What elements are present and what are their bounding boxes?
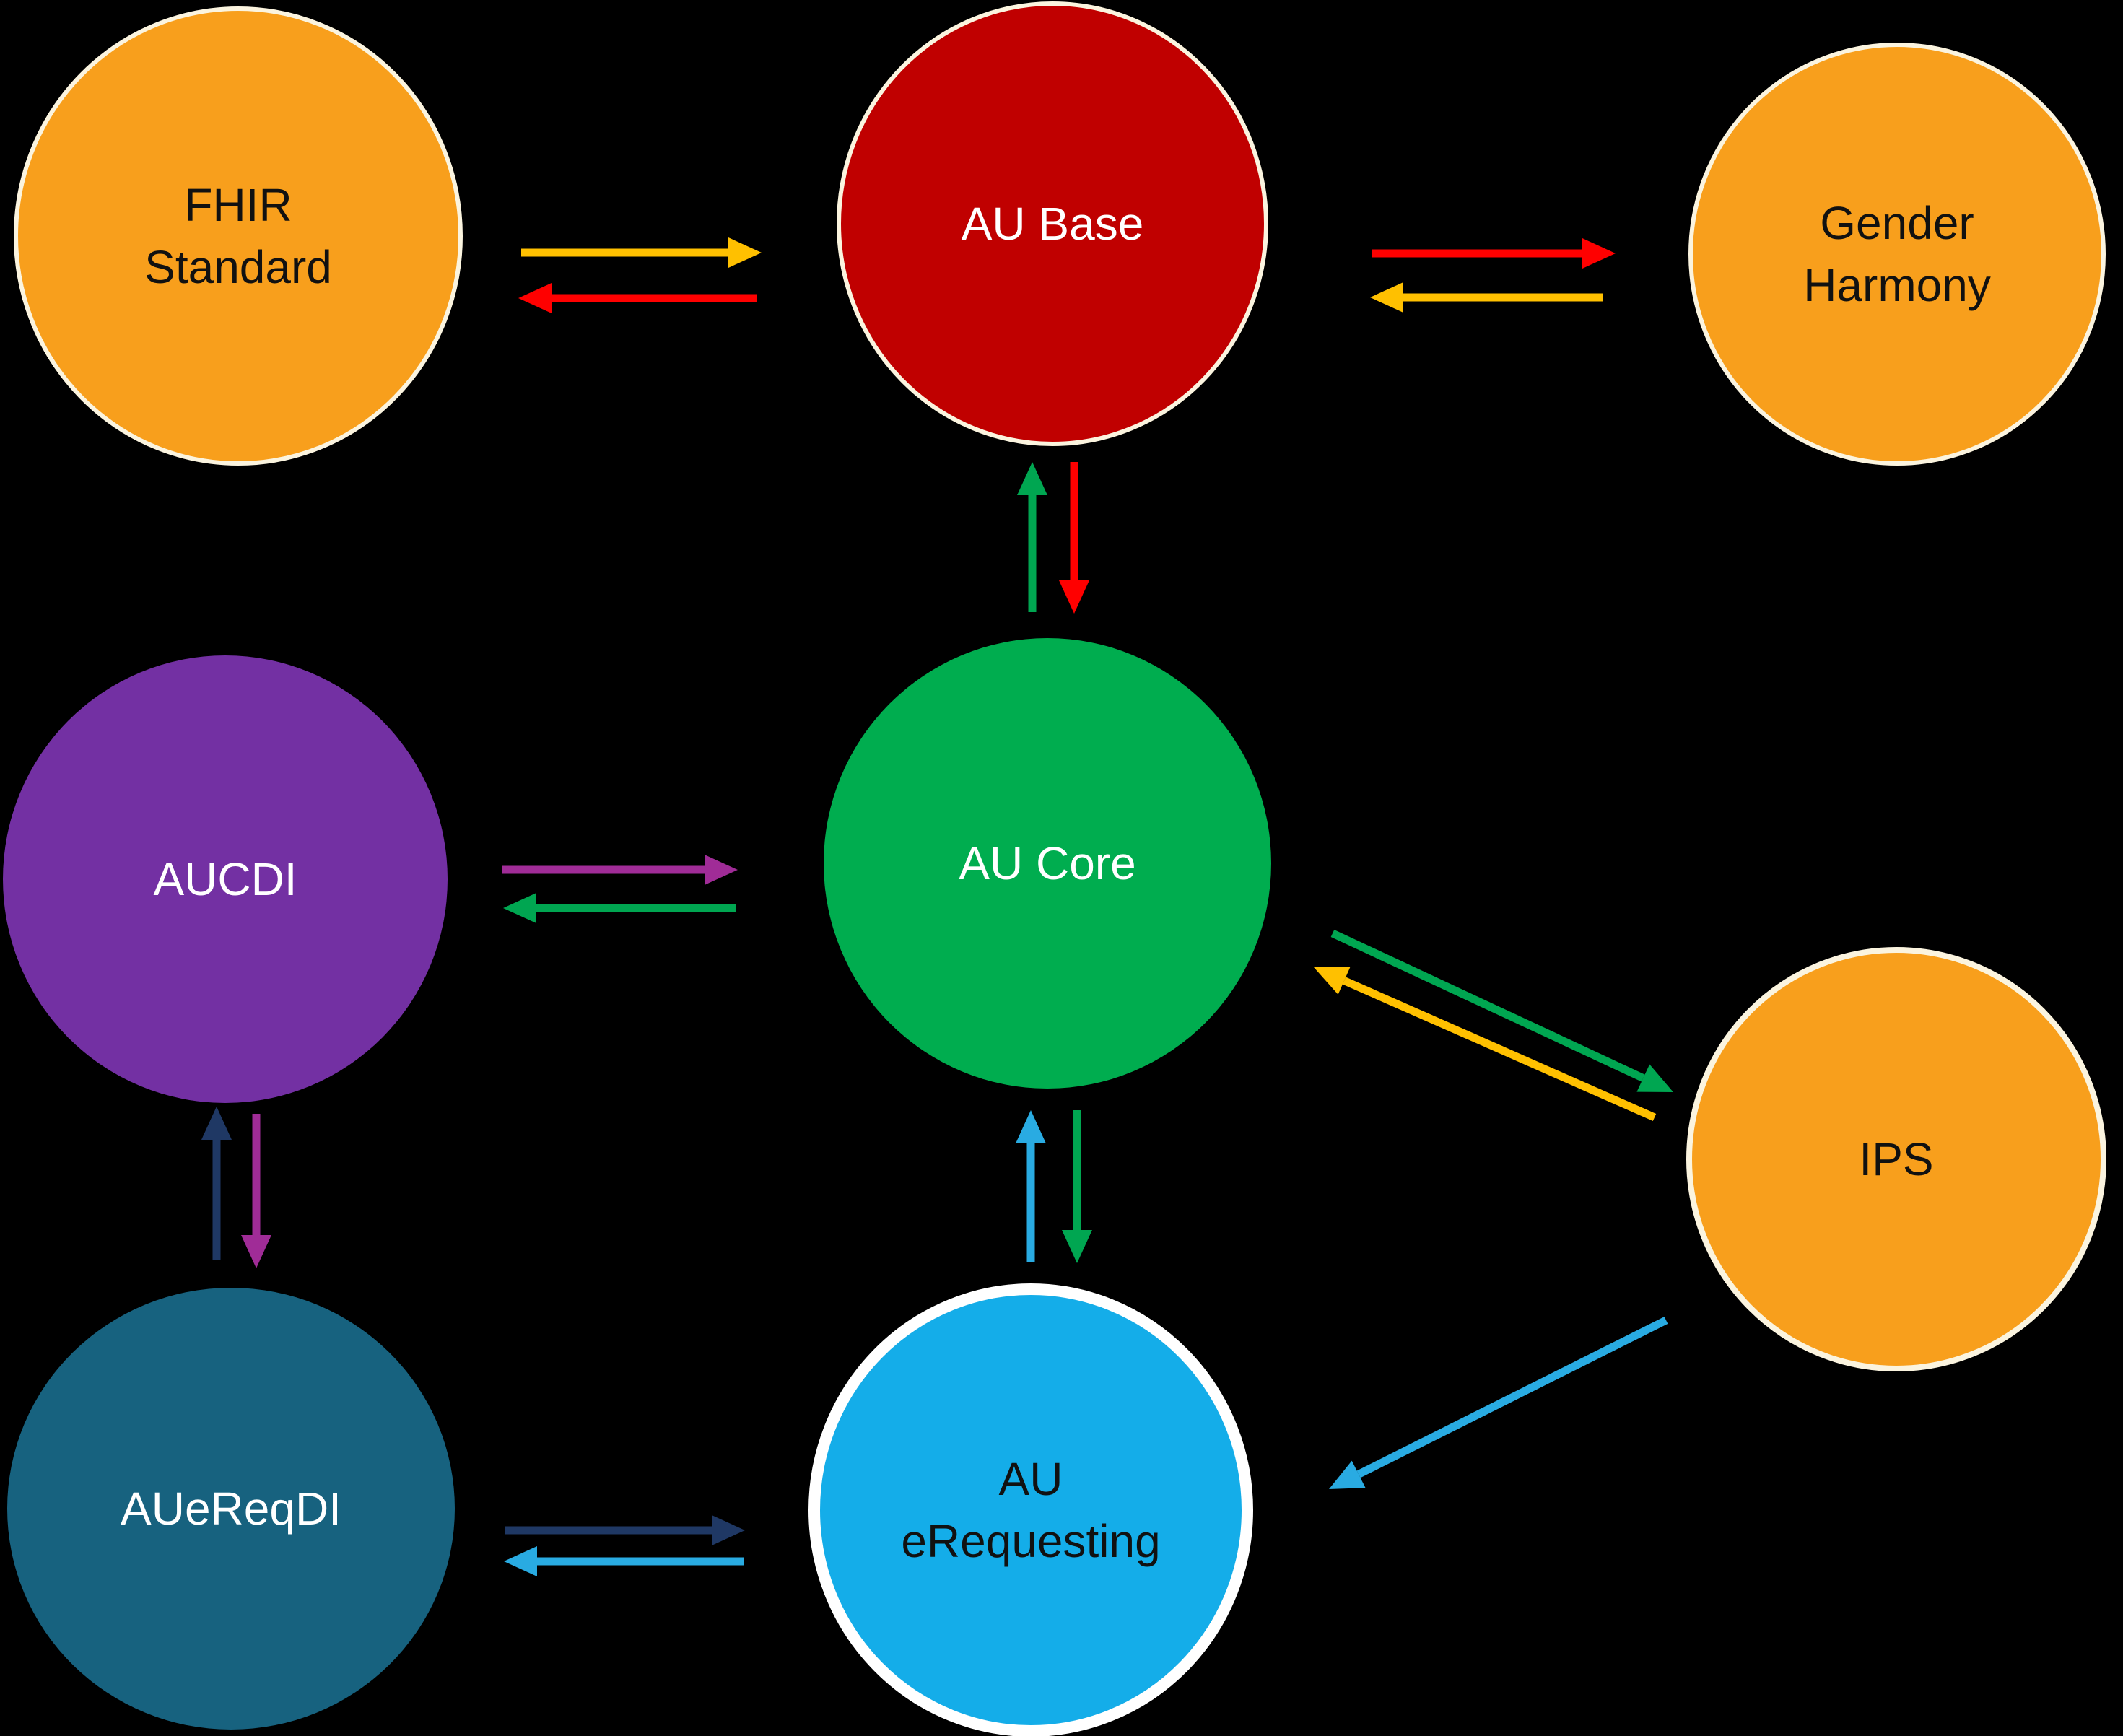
- edge-au-erequesting-to-auereqdi: [504, 1546, 744, 1576]
- edges-layer: [201, 237, 1673, 1576]
- edge-au-core-to-ips: [1330, 930, 1673, 1092]
- node-label-au-core: AU Core: [959, 837, 1135, 889]
- edge-au-base-to-gender-harmony: [1372, 238, 1616, 269]
- node-circle-fhir-standard: [14, 6, 463, 466]
- node-label-line: AU Base: [962, 198, 1144, 250]
- arrowhead-icon: [1582, 238, 1616, 269]
- edge-aucdi-to-au-core: [502, 855, 738, 885]
- arrowhead-icon: [728, 237, 762, 268]
- node-auereqdi: AUeReqDI: [7, 1288, 455, 1730]
- node-label-line: Standard: [144, 241, 332, 293]
- edge-au-base-to-fhir-standard: [518, 283, 757, 313]
- arrowhead-icon: [705, 855, 738, 885]
- arrowhead-icon: [1370, 282, 1403, 313]
- node-label-auereqdi: AUeReqDI: [121, 1483, 341, 1535]
- arrowhead-icon: [241, 1235, 271, 1268]
- arrowhead-icon: [504, 1546, 537, 1576]
- node-label-fhir-standard: FHIR Standard: [144, 179, 332, 293]
- node-label-aucdi: AUCDI: [153, 853, 297, 905]
- node-label-ips: IPS: [1859, 1133, 1933, 1185]
- edge-fhir-standard-to-au-base: [521, 237, 762, 268]
- edge-auereqdi-to-aucdi: [201, 1107, 232, 1260]
- node-ips: IPS: [1686, 947, 2106, 1371]
- arrowhead-icon: [1016, 1110, 1046, 1143]
- node-aucdi: AUCDI: [3, 655, 448, 1103]
- node-circle-au-erequesting: [808, 1283, 1253, 1736]
- node-label-line: AUeReqDI: [121, 1483, 341, 1535]
- node-fhir-standard: FHIR Standard: [14, 6, 463, 466]
- arrowhead-icon: [1636, 1064, 1673, 1092]
- edge-au-core-to-au-erequesting: [1062, 1110, 1092, 1263]
- edge-au-base-to-au-core: [1059, 462, 1089, 614]
- node-label-au-base: AU Base: [962, 198, 1144, 250]
- edge-au-core-to-au-base: [1017, 462, 1047, 612]
- node-label-line: eRequesting: [901, 1515, 1160, 1567]
- node-label-line: AU: [999, 1453, 1063, 1505]
- node-label-au-erequesting: AU eRequesting: [901, 1453, 1160, 1567]
- edge-au-core-to-aucdi: [503, 893, 736, 923]
- edge-aucdi-to-auereqdi: [241, 1114, 271, 1268]
- edge-line-ips-to-au-core: [1342, 977, 1657, 1122]
- node-au-erequesting: AU eRequesting: [808, 1283, 1253, 1736]
- edge-ips-to-au-core: [1314, 967, 1657, 1122]
- node-label-line: Gender: [1820, 197, 1974, 249]
- node-au-base: AU Base: [837, 1, 1268, 446]
- edge-auereqdi-to-au-erequesting: [505, 1515, 745, 1545]
- node-label-line: IPS: [1859, 1133, 1933, 1185]
- arrowhead-icon: [712, 1515, 745, 1545]
- arrowhead-icon: [1314, 967, 1351, 995]
- edge-au-erequesting-to-au-core: [1016, 1110, 1046, 1262]
- node-circle-aucdi: [3, 655, 448, 1103]
- arrowhead-icon: [1062, 1230, 1092, 1263]
- node-label-line: FHIR: [184, 179, 292, 231]
- node-label-line: Harmony: [1803, 259, 1991, 311]
- node-au-core: AU Core: [824, 638, 1271, 1089]
- edge-line-au-core-to-ips: [1330, 930, 1645, 1082]
- arrowhead-icon: [1329, 1460, 1366, 1489]
- node-label-line: AUCDI: [153, 853, 297, 905]
- node-circle-gender-harmony: [1688, 43, 2106, 466]
- node-label-line: AU Core: [959, 837, 1135, 889]
- arrowhead-icon: [503, 893, 536, 923]
- node-circle-au-base: [837, 1, 1268, 446]
- arrowhead-icon: [518, 283, 552, 313]
- node-circle-auereqdi: [7, 1288, 455, 1730]
- node-circle-au-core: [824, 638, 1271, 1089]
- edge-ips-to-au-erequesting: [1329, 1317, 1668, 1489]
- arrowhead-icon: [1059, 580, 1089, 614]
- edge-gender-harmony-to-au-base: [1370, 282, 1603, 313]
- arrowhead-icon: [201, 1107, 232, 1140]
- arrowhead-icon: [1017, 462, 1047, 495]
- edge-line-ips-to-au-erequesting: [1356, 1317, 1668, 1478]
- node-circle-ips: [1686, 947, 2106, 1371]
